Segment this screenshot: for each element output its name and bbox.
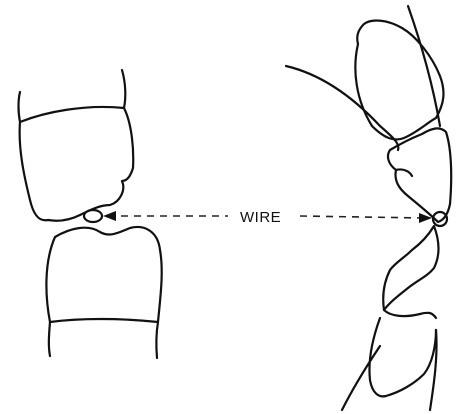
left-lower-tooth	[46, 227, 161, 358]
right-upper-tooth-outline	[286, 6, 443, 150]
left-upper-tooth	[19, 70, 134, 221]
wire-dashed-line-right	[300, 216, 424, 218]
wire-indicator: WIRE	[103, 209, 432, 226]
left-wire-section	[84, 210, 102, 222]
right-lower-tooth-outline	[342, 226, 439, 410]
wire-label: WIRE	[240, 209, 281, 226]
arrowhead-left	[103, 211, 116, 221]
